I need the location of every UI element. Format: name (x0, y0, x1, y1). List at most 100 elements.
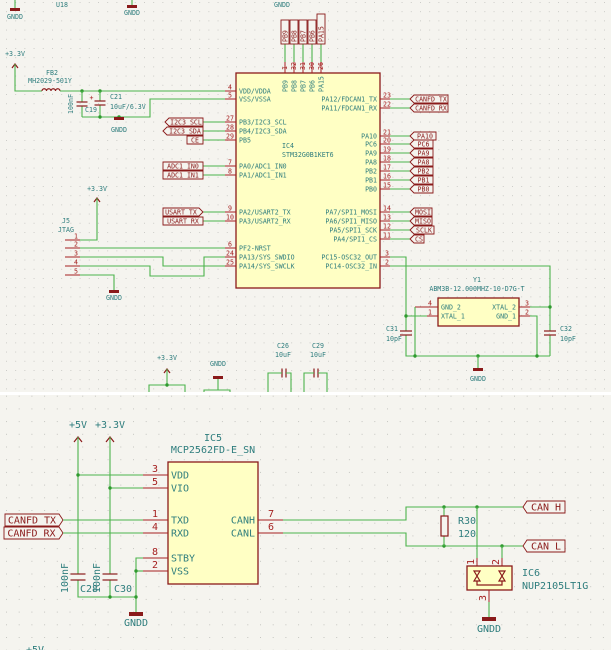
hierarchical-label (409, 157, 434, 167)
hierarchical-label (316, 13, 326, 45)
ferrite-bead-icon (41, 88, 61, 92)
pin-name: PB5 (239, 136, 251, 144)
pin-name: PA15 (318, 76, 326, 92)
pin-number: 3 (525, 300, 529, 308)
pin-number: 21 (383, 129, 391, 137)
grid-dots (0, 395, 611, 650)
hierarchical-label (409, 216, 433, 226)
pin-number: 6 (268, 522, 274, 533)
wire (203, 389, 231, 392)
hierarchical-label-text: PB9 (281, 30, 289, 42)
pin-name: PA13/SYS_SWDIO (239, 253, 295, 261)
pin-number: 3 (74, 250, 78, 258)
pin-name: PA10 (361, 132, 377, 140)
hierarchical-label-text: PA15 (317, 26, 325, 42)
pin-name: PA3/USART2_RX (239, 217, 291, 225)
hierarchical-label-text: USART_TX (165, 208, 197, 216)
pin-number: 23 (383, 92, 391, 100)
ic6-value: NUP2105LT1G (522, 581, 588, 592)
pin-name: PF2-NRST (239, 244, 271, 252)
junction-dot (134, 569, 138, 573)
hierarchical-label-text: I2C3_SDA (169, 127, 201, 135)
resistor-icon (440, 515, 449, 537)
hierarchical-label-text: CE (191, 136, 199, 144)
power-label: +5V (26, 645, 44, 650)
j5-ref: J5 (62, 217, 70, 225)
wire (267, 372, 282, 392)
ground-symbol-icon (10, 8, 20, 11)
pin-number: 28 (226, 124, 234, 132)
hierarchical-label (162, 216, 204, 226)
c29-ref: C29 (312, 342, 324, 350)
ground-label: GNDD (210, 360, 226, 368)
junction-dot (108, 486, 112, 490)
wire (405, 335, 550, 357)
wire (80, 198, 98, 241)
wire (303, 372, 314, 392)
pin-number: 24 (226, 250, 234, 258)
hierarchical-label-text: PB8 (290, 30, 298, 42)
junction-dot (108, 595, 112, 599)
hierarchical-label-text: MOSI (415, 208, 431, 216)
ic4-ref: IC4 (282, 142, 294, 150)
hierarchical-label (522, 500, 566, 514)
y1-body (437, 297, 520, 327)
hierarchical-label (162, 207, 204, 217)
pin-number: 8 (152, 547, 158, 558)
fb2-value: MH2029-501Y (28, 77, 72, 85)
pin-number: 19 (383, 146, 391, 154)
hierarchical-label (162, 170, 204, 180)
hierarchical-label (409, 225, 435, 235)
pin-number: 3 (385, 250, 389, 258)
wire (80, 256, 225, 267)
pin-number: 13 (383, 214, 391, 222)
pin-number: 16 (383, 173, 391, 181)
pin-name: PB2 (365, 167, 377, 175)
pin-number: 1 (74, 233, 78, 241)
hierarchical-label (3, 526, 64, 540)
c19-value: 100nF (67, 94, 75, 114)
ic5-body (167, 461, 259, 585)
wire (77, 580, 136, 598)
pin-number: 30 (308, 62, 316, 70)
pin-name: TXD (171, 516, 189, 527)
pin-number: 1 (466, 559, 477, 565)
schematic-sheet-bottom[interactable]: +5V+3.3VIC5MCP2562FD-E_SN3VDD5VIO1TXD4RX… (0, 395, 611, 650)
ground-label: GNDD (124, 618, 148, 629)
pin-name: PA7/SPI1_MOSI (325, 208, 377, 216)
y1-value: ABM3B-12.000MHZ-10-D7G-T (429, 285, 524, 293)
pin-number: 2 (74, 241, 78, 249)
c19-ref: C19 (85, 106, 97, 114)
c21-value: 10uF/6.3V (110, 103, 146, 111)
pin-name: PB7 (300, 80, 308, 92)
ground-symbol-icon (114, 117, 124, 120)
hierarchical-label-text: CANFD_RX (415, 104, 447, 112)
y1-ref: Y1 (473, 276, 481, 284)
pin-number: 22 (383, 101, 391, 109)
junction-dot (134, 595, 138, 599)
junction-dot (98, 115, 102, 119)
pin-number: 2 (385, 259, 389, 267)
ic6-ref: IC6 (522, 568, 540, 579)
pin-number: 29 (226, 133, 234, 141)
pin-number: 10 (226, 214, 234, 222)
polarity-plus-icon: + (90, 94, 94, 102)
pin-number: 17 (383, 164, 391, 172)
pin-number: 4 (428, 300, 432, 308)
pin-number: 5 (74, 268, 78, 276)
hierarchical-label-text: CAN_H (531, 503, 561, 514)
ground-label: GNDD (111, 126, 127, 134)
hierarchical-label (162, 126, 204, 136)
hierarchical-label-text: PA9 (418, 149, 430, 157)
pin-number: 4 (74, 259, 78, 267)
ic4-value: STM32G0B1KET6 (282, 151, 334, 159)
pin-name: VSS/VSSA (239, 95, 271, 103)
pin-name: PC15-OSC32_OUT (321, 253, 377, 261)
wire (80, 274, 115, 290)
junction-dot (404, 314, 408, 318)
wire (283, 532, 523, 547)
tvs-diode-icon (497, 570, 507, 582)
pin-number: 8 (228, 168, 232, 176)
hierarchical-label (409, 139, 434, 149)
